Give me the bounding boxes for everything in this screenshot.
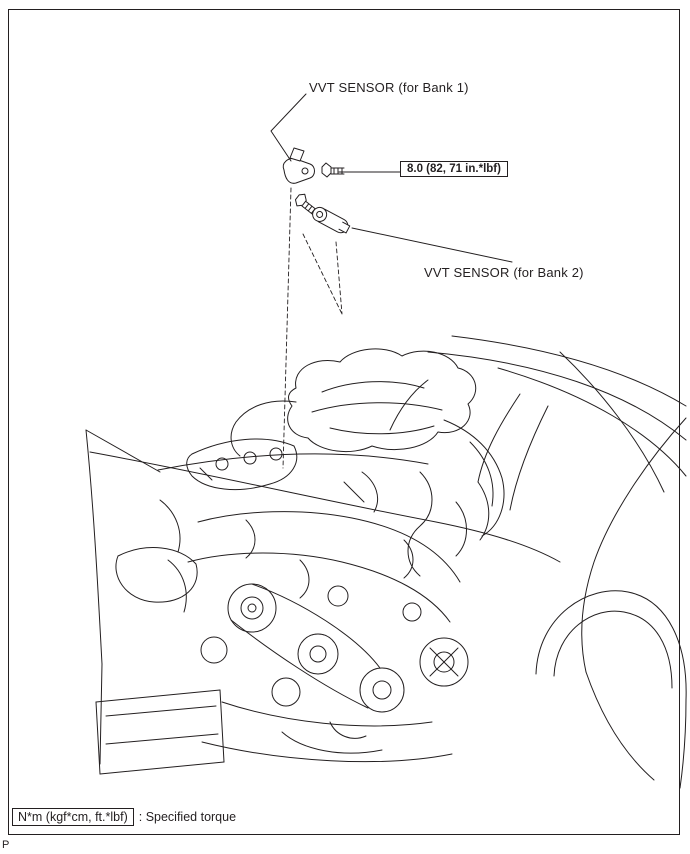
alignment-dashed-lines: [282, 187, 343, 469]
bank1-bolt-drawing: [321, 162, 345, 178]
torque-unit-legend-box: N*m (kgf*cm, ft.*lbf): [12, 808, 134, 826]
torque-legend-description: : Specified torque: [138, 810, 237, 824]
vvt-sensor-bank1-drawing: [282, 147, 315, 184]
engine-detail-lines: [159, 348, 549, 763]
leader-lines: [270, 93, 513, 263]
torque-legend: N*m (kgf*cm, ft.*lbf) : Specified torque: [12, 808, 236, 826]
bank2-leader-line: [351, 227, 513, 263]
vvt-sensor-bank2-drawing: [312, 206, 351, 234]
page-marker: P: [2, 839, 10, 851]
vvt-sensor-bank1-label: VVT SENSOR (for Bank 1): [309, 80, 469, 95]
figure-frame: [8, 9, 680, 835]
vvt-sensor-bank2-label: VVT SENSOR (for Bank 2): [424, 265, 584, 280]
bank1-leader-line: [270, 93, 307, 162]
bank2-bolt-drawing: [294, 193, 318, 216]
car-body-lines: [85, 335, 687, 789]
torque-spec-box: 8.0 (82, 71 in.*lbf): [400, 161, 508, 177]
